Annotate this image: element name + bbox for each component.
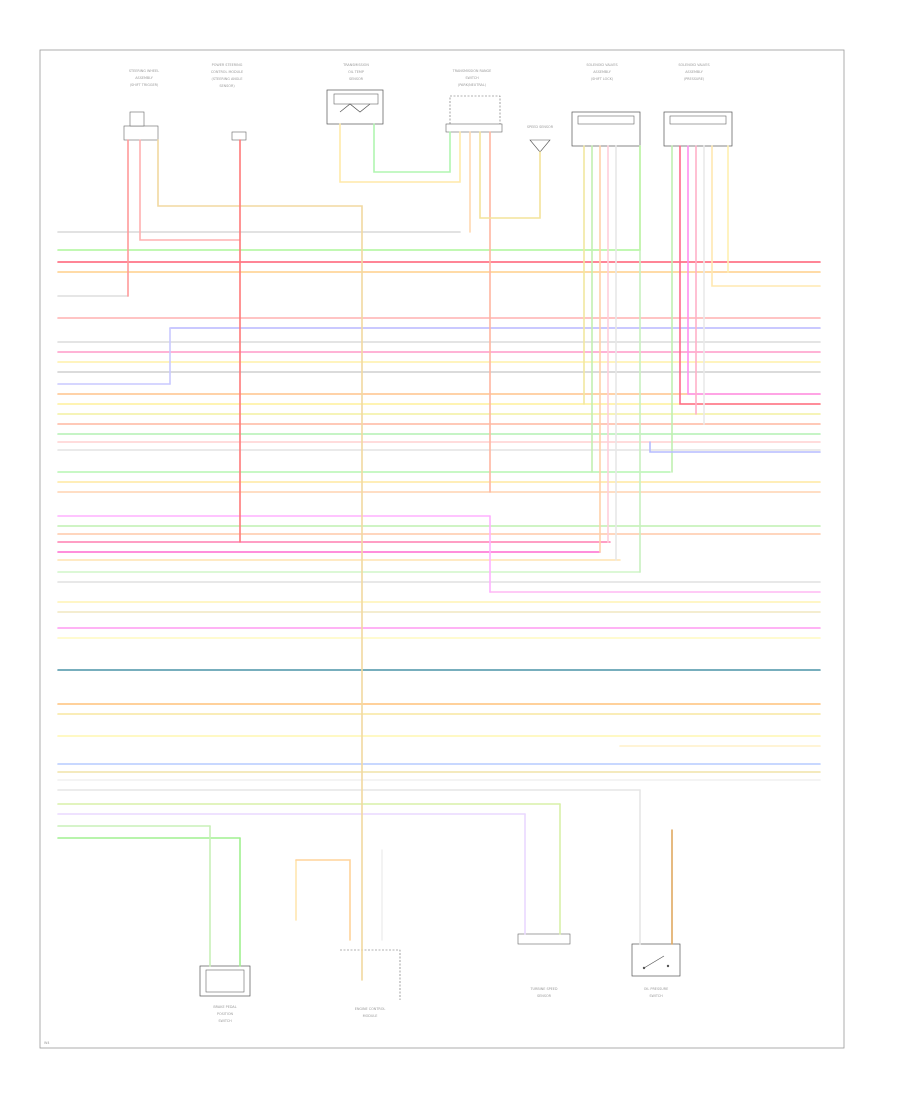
diagram-border [39, 49, 845, 1049]
label-brake-switch-3: SWITCH [218, 1019, 232, 1023]
label-range-switch-2: SWITCH [465, 76, 479, 80]
label-steering-wheel-2: ASSEMBLY [135, 76, 153, 80]
wire [479, 131, 541, 219]
wire [711, 145, 821, 287]
label-oil-temp-2: OIL TEMP [348, 70, 364, 74]
label-solenoid-pressure-2: ASSEMBLY [685, 70, 703, 74]
wire-harness [57, 123, 821, 981]
wire [295, 859, 351, 941]
label-power-steering-4: SENSOR) [219, 84, 235, 88]
label-power-steering-2: CONTROL MODULE [211, 70, 243, 74]
label-solenoid-pressure-1: SOLENOID VALVES [678, 63, 709, 67]
label-range-switch-1: TRANSMISSION RANGE [452, 69, 492, 73]
label-oil-temp-1: TRANSMISSION [342, 63, 369, 67]
label-power-steering-1: POWER STEERING [212, 63, 243, 67]
wire [339, 123, 461, 183]
label-solenoid-shift-2: ASSEMBLY [593, 70, 611, 74]
label-steering-wheel-1: STEERING WHEEL [129, 69, 159, 73]
label-oil-pressure-1: OIL PRESSURE [644, 987, 668, 991]
wire [649, 441, 821, 453]
component-brake-pedal-switch: BRAKE PEDAL POSITION SWITCH [199, 965, 251, 1023]
component-engine-control-module: ENGINE CONTROL MODULE [340, 949, 401, 1018]
label-solenoid-shift-1: SOLENOID VALVES [586, 63, 617, 67]
component-steering-wheel: STEERING WHEEL ASSEMBLY (SHIFT TRIGGER) [123, 69, 159, 141]
label-power-steering-3: (STEERING ANGLE [212, 77, 243, 81]
label-oil-pressure-2: SWITCH [649, 994, 663, 998]
wire [157, 139, 363, 981]
component-turbine-speed-sensor: TURBINE SPEED SENSOR [517, 933, 571, 998]
label-oil-temp-3: SENSOR [349, 77, 364, 81]
label-turbine-1: TURBINE SPEED [529, 987, 557, 991]
component-transmission-oil-temp: TRANSMISSION OIL TEMP SENSOR [326, 63, 384, 125]
component-power-steering-module: POWER STEERING CONTROL MODULE (STEERING … [211, 63, 247, 141]
label-turbine-2: SENSOR [537, 994, 552, 998]
label-brake-switch-1: BRAKE PEDAL [213, 1005, 236, 1009]
component-solenoid-shift-lock: SOLENOID VALVES ASSEMBLY (SHIFT LOCK) [571, 63, 641, 147]
component-solenoid-pressure: SOLENOID VALVES ASSEMBLY (PRESSURE) [663, 63, 733, 147]
label-range-switch-3: (PARK/NEUTRAL) [458, 83, 487, 87]
label-brake-switch-2: POSITION [217, 1012, 234, 1016]
label-solenoid-pressure-3: (PRESSURE) [684, 77, 705, 81]
component-transmission-range-switch: TRANSMISSION RANGE SWITCH (PARK/NEUTRAL) [445, 69, 503, 133]
label-steering-wheel-3: (SHIFT TRIGGER) [130, 83, 159, 87]
component-speed-sensor: SPEED SENSOR [527, 125, 554, 153]
component-oil-pressure-switch: OIL PRESSURE SWITCH [631, 943, 681, 998]
label-speed-sensor-1: SPEED SENSOR [527, 125, 554, 129]
label-solenoid-shift-3: (SHIFT LOCK) [591, 77, 614, 81]
diagram-id: W4 [44, 1041, 50, 1045]
wire [139, 139, 241, 241]
label-ecm-2: MODULE [363, 1014, 378, 1018]
wire [373, 123, 451, 173]
wire [687, 145, 821, 395]
wire [679, 145, 821, 405]
label-ecm-1: ENGINE CONTROL [355, 1007, 386, 1011]
